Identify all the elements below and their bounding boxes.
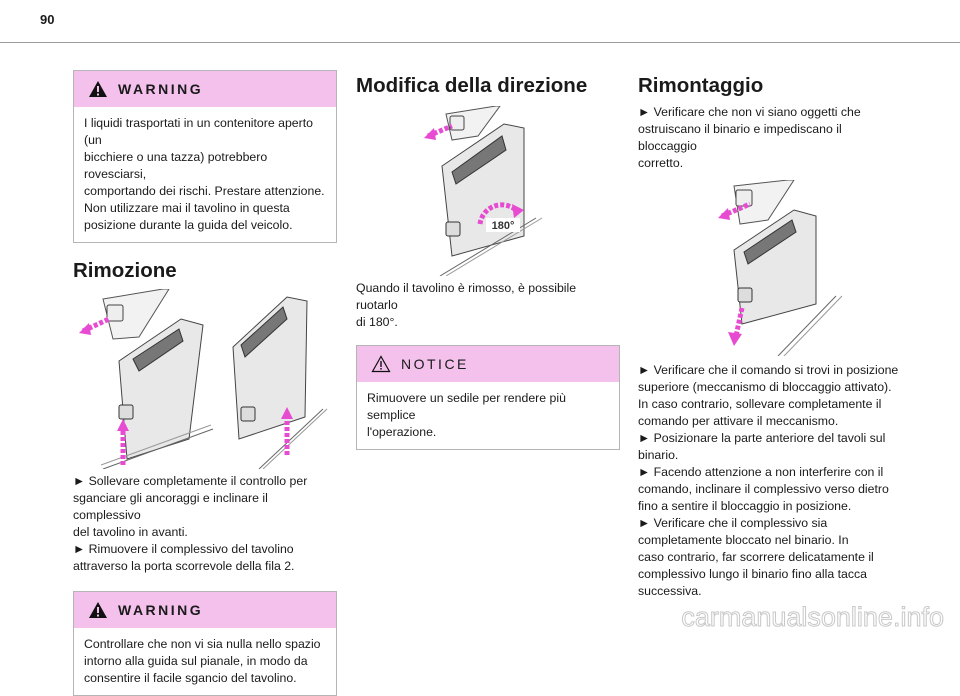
notice-text: Rimuovere un sedile per rendere più semp… <box>357 382 619 449</box>
warning-text: Controllare che non vi sia nulla nello s… <box>74 628 336 695</box>
page-number: 90 <box>40 12 55 27</box>
text-line: complessivo lungo il binario fino alla t… <box>638 567 867 581</box>
text-line: di 180°. <box>356 315 398 329</box>
table-unit-right <box>232 296 328 469</box>
text-line: attraverso la porta scorrevole della fil… <box>73 559 295 573</box>
notice-title: NOTICE <box>401 356 469 372</box>
text-line: comando per attivare il meccanismo. <box>638 414 839 428</box>
notice-box: NOTICE Rimuovere un sedile per rendere p… <box>356 345 620 450</box>
warning-header: WARNING <box>74 71 336 107</box>
text-line: fino a sentire il bloccaggio in posizion… <box>638 499 852 513</box>
text-line: del tavolino in avanti. <box>73 525 188 539</box>
reassembly-intro: ► Verificare che non vi siano oggetti ch… <box>638 104 902 172</box>
notice-triangle-icon <box>371 355 391 373</box>
text-line: ► Posizionare la parte anteriore del tav… <box>638 431 886 445</box>
text-line: caso contrario, far scorrere delicatamen… <box>638 550 874 564</box>
watermark-text: carmanualsonline.info <box>681 602 944 632</box>
text-line: Rimuovere un sedile per rendere più semp… <box>367 391 566 422</box>
text-line: intorno alla guida sul pianale, in modo … <box>84 654 308 668</box>
text-line: successiva. <box>638 584 702 598</box>
text-line: posizione durante la guida del veicolo. <box>84 218 293 232</box>
reassembly-illustration <box>718 180 843 356</box>
text-line: comportando dei rischi. Prestare attenzi… <box>84 184 325 198</box>
text-line: Non utilizzare mai il tavolino in questa <box>84 201 290 215</box>
text-line: corretto. <box>638 156 684 170</box>
warning-triangle-icon <box>89 602 107 618</box>
text-line: Controllare che non vi sia nulla nello s… <box>84 637 321 651</box>
seat-fragment <box>102 289 170 340</box>
direction-text: Quando il tavolino è rimosso, è possibil… <box>356 280 620 331</box>
column-left: WARNING I liquidi trasportati in un cont… <box>73 70 337 696</box>
section-heading-direction: Modifica della direzione <box>356 74 588 97</box>
warning-title: WARNING <box>118 81 204 97</box>
removal-illustration <box>79 289 328 469</box>
rotation-badge: 180° <box>492 220 515 232</box>
text-line: sganciare gli ancoraggi e inclinare il c… <box>73 491 268 522</box>
warning-triangle-icon <box>89 81 107 97</box>
reassembly-instructions: ► Verificare che il comando si trovi in … <box>638 362 902 600</box>
text-line: ► Verificare che il complessivo sia <box>638 516 828 530</box>
warning-title: WARNING <box>118 602 204 618</box>
table-unit <box>439 123 543 276</box>
section-heading-removal: Rimozione <box>73 259 177 282</box>
warning-header: WARNING <box>74 592 336 628</box>
table-unit-left <box>100 318 214 469</box>
text-line: bicchiere o una tazza) potrebbero rovesc… <box>84 150 268 181</box>
section-heading-reassembly: Rimontaggio <box>638 74 764 97</box>
text-line: comando, inclinare il complessivo verso … <box>638 482 889 496</box>
text-line: l'operazione. <box>367 425 437 439</box>
rotation-illustration: 180° <box>424 106 543 276</box>
text-line: superiore (meccanismo di bloccaggio atti… <box>638 380 892 394</box>
watermark: carmanualsonline.info <box>681 602 945 633</box>
text-line: I liquidi trasportati in un contenitore … <box>84 116 313 147</box>
text-line: ► Facendo attenzione a non interferire c… <box>638 465 884 479</box>
text-line: ► Verificare che non vi siano oggetti ch… <box>638 105 861 119</box>
text-line: consentire il facile sgancio del tavolin… <box>84 671 297 685</box>
warning-box-clearance: WARNING Controllare che non vi sia nulla… <box>73 591 337 696</box>
text-line: Quando il tavolino è rimosso, è possibil… <box>356 281 577 312</box>
table-unit <box>733 209 843 356</box>
text-line: In caso contrario, sollevare completamen… <box>638 397 882 411</box>
text-line: ► Verificare che il comando si trovi in … <box>638 363 899 377</box>
header-divider <box>0 42 960 43</box>
seat-fragment <box>445 106 501 141</box>
text-line: completamente bloccato nel binario. In <box>638 533 849 547</box>
column-right: Rimontaggio ► Verificare che non vi sian… <box>638 70 902 600</box>
column-middle: Modifica della direzione 180° Quando il … <box>356 70 620 450</box>
text-line: ► Rimuovere il complessivo del tavolino <box>73 542 294 556</box>
text-line: ostruiscano il binario e impediscano il … <box>638 122 842 153</box>
warning-box-liquids: WARNING I liquidi trasportati in un cont… <box>73 70 337 243</box>
text-line: binario. <box>638 448 679 462</box>
text-line: ► Sollevare completamente il controllo p… <box>73 474 308 488</box>
notice-header: NOTICE <box>357 346 619 382</box>
removal-instructions: ► Sollevare completamente il controllo p… <box>73 473 337 575</box>
seat-fragment <box>733 180 795 225</box>
warning-text: I liquidi trasportati in un contenitore … <box>74 107 336 242</box>
